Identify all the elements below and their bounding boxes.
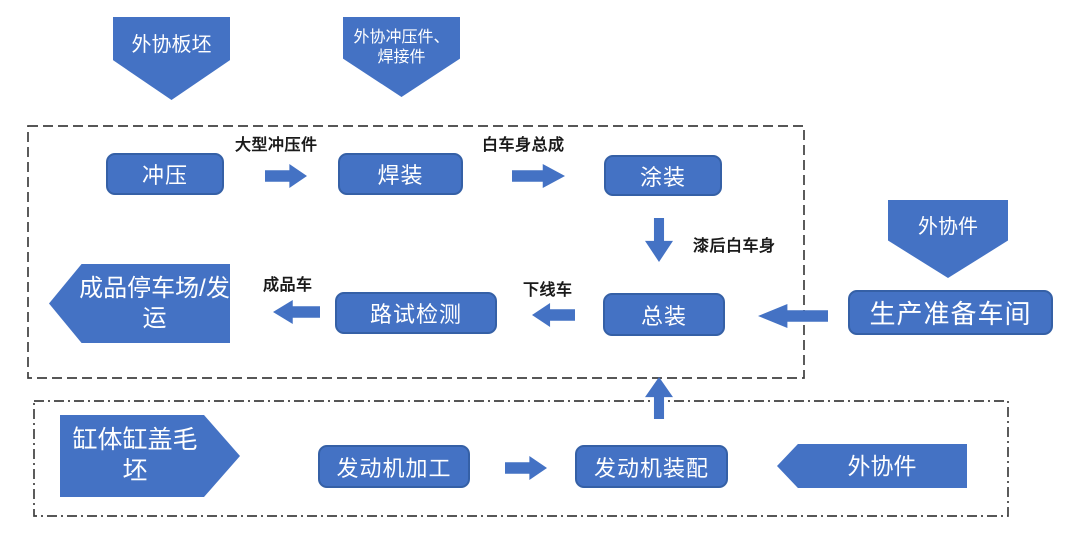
input-cylinder-block-head-blank: 缸体缸盖毛坯 — [60, 415, 240, 497]
input-outsourced-stamping-welding-parts: 外协冲压件、焊接件 — [343, 17, 460, 97]
process-final-assembly: 总装 — [603, 293, 725, 336]
input-outsourced-parts-vehicle-label: 外协件 — [918, 215, 978, 238]
process-production-prep-workshop-label: 生产准备车间 — [869, 299, 1032, 329]
engine-plant-boundary — [33, 400, 1009, 517]
process-welding-label: 焊装 — [377, 163, 424, 188]
process-stamping: 冲压 — [106, 153, 224, 195]
input-outsourced-slab-label: 外协板坯 — [131, 34, 212, 56]
process-engine-machining-label: 发动机加工 — [336, 455, 452, 481]
process-final-assembly-label: 总装 — [640, 303, 687, 329]
process-painting-label: 涂装 — [639, 164, 686, 190]
input-cylinder-block-head-blank-label: 缸体缸盖毛坯 — [72, 425, 198, 485]
process-painting: 涂装 — [604, 155, 722, 196]
output-finished-parking-shipping: 成品停车场/发运 — [49, 264, 230, 343]
input-outsourced-parts-engine: 外协件 — [777, 444, 967, 488]
output-finished-parking-shipping-label: 成品停车场/发运 — [79, 274, 230, 332]
process-road-test: 路试检测 — [335, 292, 497, 334]
input-outsourced-parts-vehicle: 外协件 — [888, 200, 1008, 278]
process-stamping-label: 冲压 — [141, 163, 188, 188]
process-engine-machining: 发动机加工 — [318, 445, 470, 488]
process-production-prep-workshop: 生产准备车间 — [848, 290, 1053, 335]
process-engine-assembly: 发动机装配 — [575, 445, 728, 488]
input-outsourced-parts-engine-label: 外协件 — [847, 452, 917, 479]
process-engine-assembly-label: 发动机装配 — [593, 455, 709, 481]
process-road-test-label: 路试检测 — [369, 302, 462, 327]
vehicle-plant-boundary — [27, 125, 805, 379]
process-welding: 焊装 — [338, 153, 463, 195]
flow-label-offline-vehicle: 下线车 — [523, 282, 573, 299]
input-outsourced-slab: 外协板坯 — [113, 17, 230, 100]
flow-label-body-in-white: 白车身总成 — [482, 137, 565, 154]
flow-label-painted-body: 漆后白车身 — [693, 238, 776, 255]
input-outsourced-stamping-welding-parts-label: 外协冲压件、焊接件 — [353, 29, 450, 66]
flow-label-finished-vehicle: 成品车 — [263, 277, 313, 294]
flow-label-large-stampings: 大型冲压件 — [235, 137, 318, 154]
